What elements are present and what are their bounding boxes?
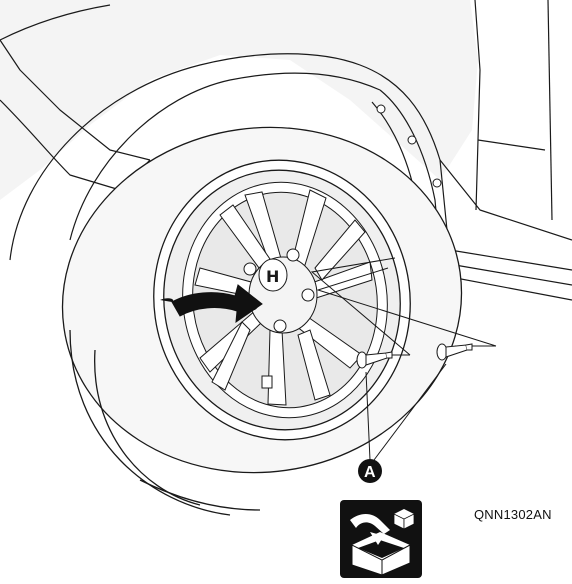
figure-code: QNN1302AN — [474, 507, 552, 522]
fastener-clip-2 — [436, 343, 473, 361]
callout-lines — [365, 363, 447, 461]
callout-a-label: A — [364, 464, 376, 481]
svg-text:H: H — [266, 267, 279, 286]
fastener-clip-1 — [356, 351, 393, 369]
rim: H — [182, 181, 388, 419]
callout-a: A — [358, 459, 382, 483]
turn-wheel-arrow-icon — [160, 284, 263, 324]
spare-parts-box-icon — [340, 500, 422, 578]
